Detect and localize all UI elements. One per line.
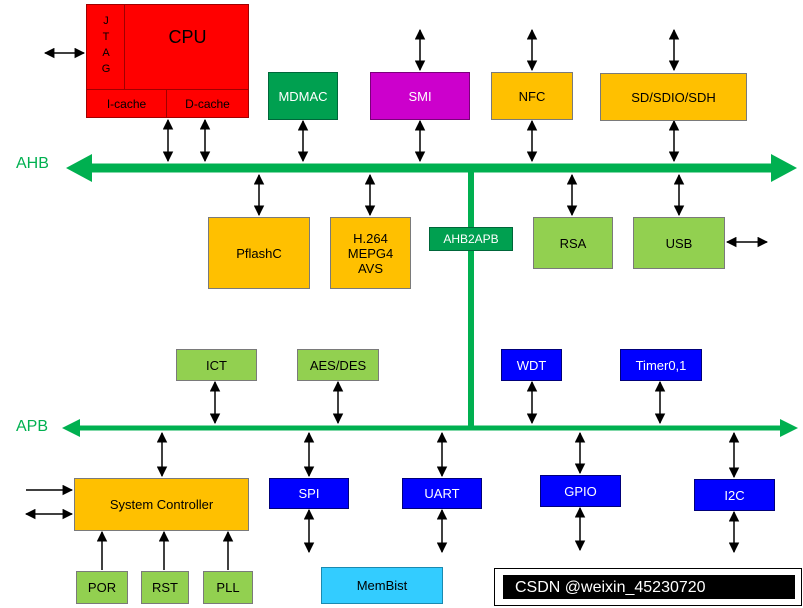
jtag-port: J T A G xyxy=(87,5,125,89)
jtag-letter: T xyxy=(102,31,110,43)
h264-line: H.264 xyxy=(353,230,388,246)
watermark-text: CSDN @weixin_45230720 xyxy=(515,579,706,596)
uart-block[interactable]: UART xyxy=(402,478,482,509)
cpu-icache: I-cache xyxy=(87,89,167,117)
system-controller-block[interactable]: System Controller xyxy=(74,478,249,531)
watermark-bar xyxy=(503,575,795,599)
pll-block[interactable]: PLL xyxy=(203,571,253,604)
i2c-block[interactable]: I2C xyxy=(694,479,775,511)
h264-line: AVS xyxy=(357,260,384,276)
timer-block[interactable]: Timer0,1 xyxy=(620,349,702,381)
wdt-block[interactable]: WDT xyxy=(501,349,562,381)
apb-bus xyxy=(62,419,798,437)
jtag-letter: G xyxy=(101,63,111,75)
mdmac-block[interactable]: MDMAC xyxy=(268,72,338,120)
gpio-block[interactable]: GPIO xyxy=(540,475,621,507)
smi-block[interactable]: SMI xyxy=(370,72,470,120)
h264-block[interactable]: H.264 MEPG4 AVS xyxy=(330,217,411,289)
ahb2apb-bridge[interactable]: AHB2APB xyxy=(429,227,513,251)
ict-block[interactable]: ICT xyxy=(176,349,257,381)
nfc-block[interactable]: NFC xyxy=(491,72,573,120)
cpu-dcache: D-cache xyxy=(167,89,248,117)
rsa-block[interactable]: RSA xyxy=(533,217,613,269)
sdio-block[interactable]: SD/SDIO/SDH xyxy=(600,73,747,121)
spi-block[interactable]: SPI xyxy=(269,478,349,509)
cpu-block[interactable]: J T A G CPU I-cache D-cache xyxy=(86,4,249,118)
aes-block[interactable]: AES/DES xyxy=(297,349,379,381)
membist-block[interactable]: MemBist xyxy=(321,567,443,604)
rst-block[interactable]: RST xyxy=(141,571,189,604)
pflashc-block[interactable]: PflashC xyxy=(208,217,310,289)
por-block[interactable]: POR xyxy=(76,571,128,604)
jtag-letter: J xyxy=(103,15,109,27)
apb-label: APB xyxy=(16,418,49,435)
usb-block[interactable]: USB xyxy=(633,217,725,269)
h264-line: MEPG4 xyxy=(347,245,394,261)
cpu-title: CPU xyxy=(168,27,207,47)
ahb-bus xyxy=(66,154,797,182)
connectors xyxy=(24,28,769,570)
jtag-letter: A xyxy=(102,47,110,59)
ahb-label: AHB xyxy=(16,155,49,172)
watermark: CSDN @weixin_45230720 xyxy=(494,568,802,606)
